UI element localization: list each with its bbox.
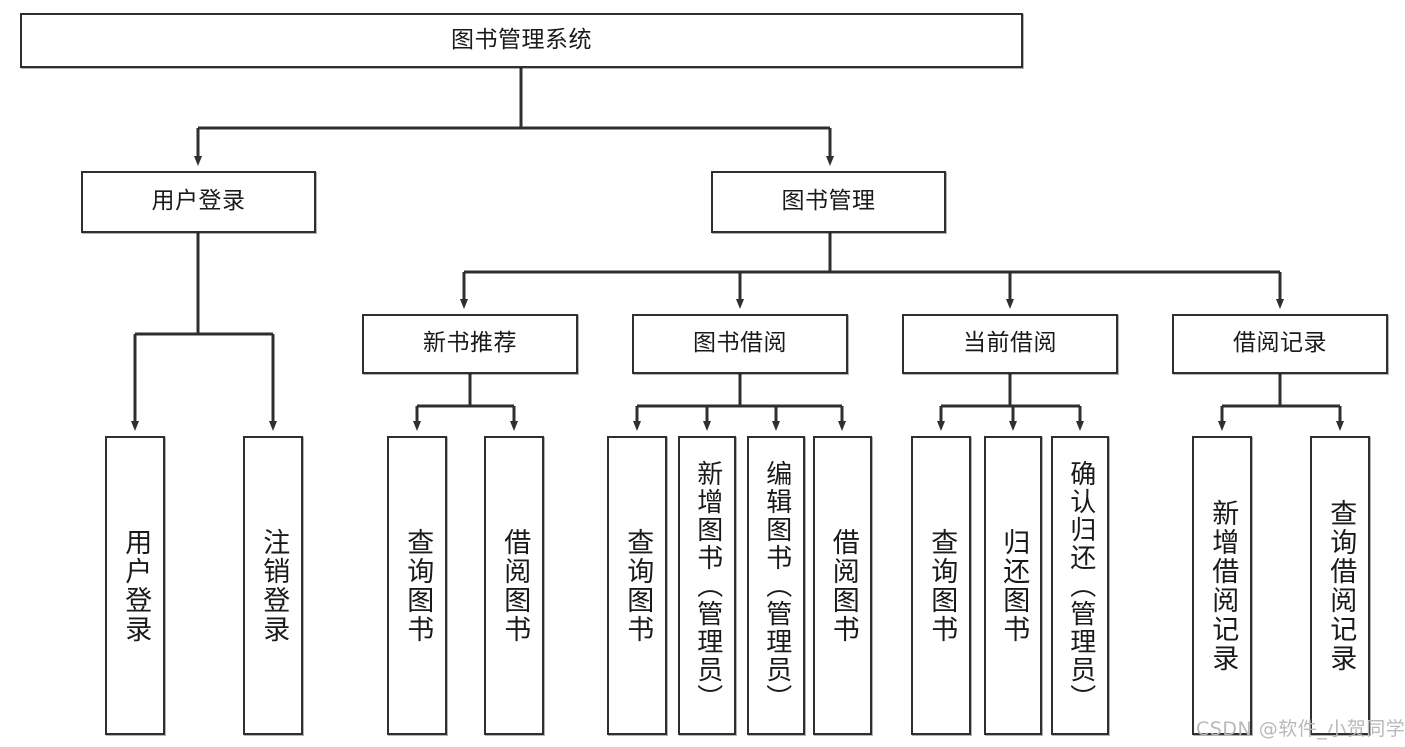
node-root[interactable]: 图书管理系统 xyxy=(20,13,1023,68)
node-leaf-rec-query-label: 查询图书 xyxy=(402,527,434,644)
node-current-borrow-label: 当前借阅 xyxy=(963,330,1057,357)
node-leaf-br-add[interactable]: 新增借阅记录 xyxy=(1192,436,1252,735)
csdn-watermark: CSDN @软件_小贺同学 xyxy=(1196,718,1405,740)
node-new-book-rec-label: 新书推荐 xyxy=(423,330,517,357)
node-user-login[interactable]: 用户登录 xyxy=(81,171,316,233)
node-book-manage-label: 图书管理 xyxy=(781,188,876,215)
node-new-book-rec[interactable]: 新书推荐 xyxy=(362,314,578,374)
node-book-borrow[interactable]: 图书借阅 xyxy=(632,314,848,374)
node-leaf-bb-query[interactable]: 查询图书 xyxy=(607,436,667,735)
node-leaf-bb-query-label: 查询图书 xyxy=(622,527,654,644)
node-leaf-bb-edit-label: 编辑图书（管理员） xyxy=(761,459,792,712)
node-leaf-rec-borrow[interactable]: 借阅图书 xyxy=(484,436,544,735)
node-leaf-user-login[interactable]: 用户登录 xyxy=(105,436,165,735)
node-leaf-br-add-label: 新增借阅记录 xyxy=(1207,498,1239,673)
node-leaf-bb-borrow-label: 借阅图书 xyxy=(827,527,859,644)
node-borrow-record[interactable]: 借阅记录 xyxy=(1172,314,1388,374)
node-leaf-rec-borrow-label: 借阅图书 xyxy=(499,527,531,644)
node-leaf-cb-return-label: 归还图书 xyxy=(998,527,1030,644)
node-leaf-rec-query[interactable]: 查询图书 xyxy=(387,436,447,735)
node-leaf-user-login-label: 用户登录 xyxy=(120,527,152,644)
node-current-borrow[interactable]: 当前借阅 xyxy=(902,314,1118,374)
node-leaf-br-query[interactable]: 查询借阅记录 xyxy=(1310,436,1370,735)
node-leaf-cb-return[interactable]: 归还图书 xyxy=(984,436,1042,735)
node-leaf-cb-query[interactable]: 查询图书 xyxy=(911,436,971,735)
node-leaf-user-logout-label: 注销登录 xyxy=(258,527,290,644)
node-leaf-bb-add[interactable]: 新增图书（管理员） xyxy=(678,436,736,735)
node-leaf-br-query-label: 查询借阅记录 xyxy=(1325,498,1357,673)
node-book-borrow-label: 图书借阅 xyxy=(693,330,787,357)
node-leaf-cb-query-label: 查询图书 xyxy=(926,527,958,644)
node-root-label: 图书管理系统 xyxy=(451,26,592,53)
node-book-manage[interactable]: 图书管理 xyxy=(711,171,946,233)
node-leaf-bb-add-label: 新增图书（管理员） xyxy=(692,459,723,712)
node-leaf-cb-confirm[interactable]: 确认归还（管理员） xyxy=(1051,436,1109,735)
node-leaf-bb-edit[interactable]: 编辑图书（管理员） xyxy=(747,436,805,735)
node-leaf-user-logout[interactable]: 注销登录 xyxy=(243,436,303,735)
node-leaf-bb-borrow[interactable]: 借阅图书 xyxy=(813,436,872,735)
node-borrow-record-label: 借阅记录 xyxy=(1233,330,1327,357)
node-leaf-cb-confirm-label: 确认归还（管理员） xyxy=(1065,459,1096,712)
node-user-login-label: 用户登录 xyxy=(151,188,246,215)
